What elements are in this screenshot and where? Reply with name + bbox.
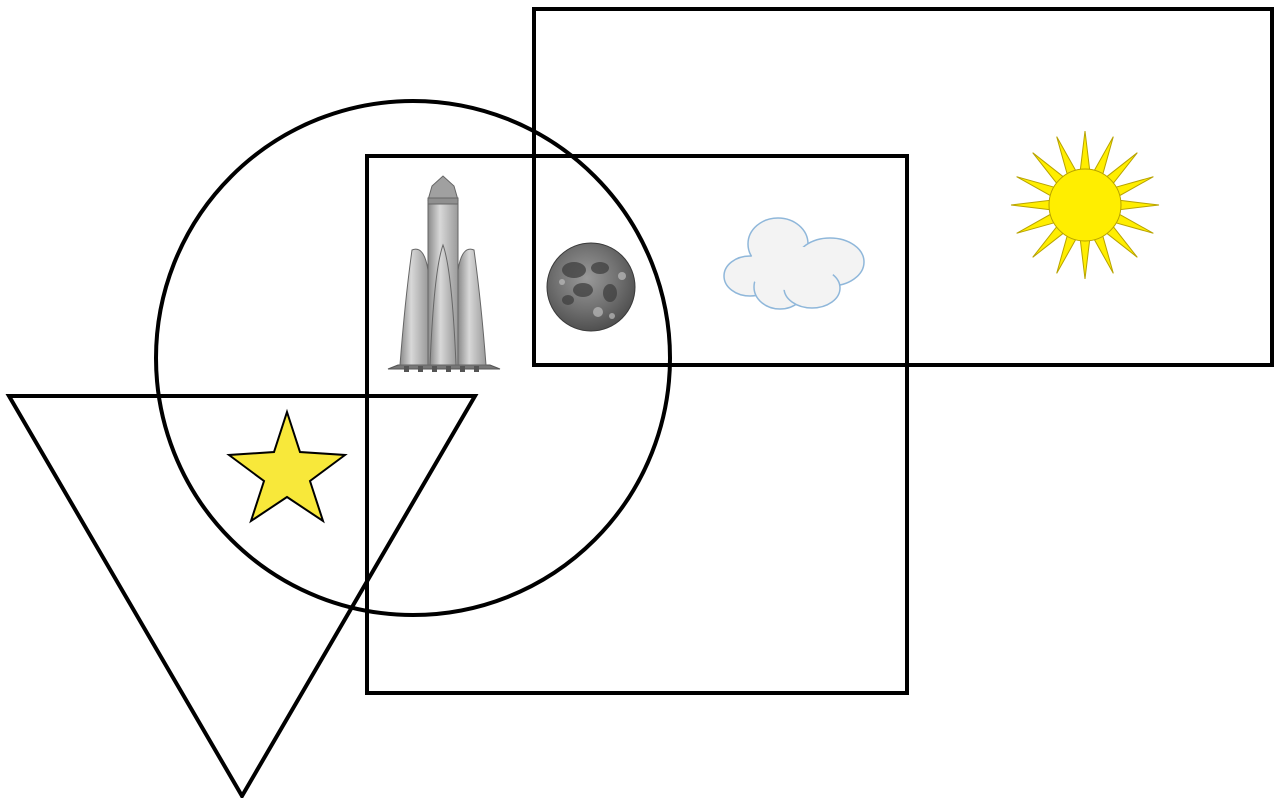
- sun-ray: [1011, 200, 1053, 210]
- sun-ray: [1117, 200, 1159, 210]
- moon-icon: [547, 243, 635, 331]
- right-rectangle-region: [534, 9, 1272, 365]
- rocket-icon: [388, 176, 500, 372]
- sun-ray: [1080, 237, 1090, 279]
- star-icon: [229, 412, 345, 521]
- sun-ray: [1080, 131, 1090, 173]
- cloud-icon: [724, 218, 864, 309]
- sun-icon: [1011, 131, 1159, 279]
